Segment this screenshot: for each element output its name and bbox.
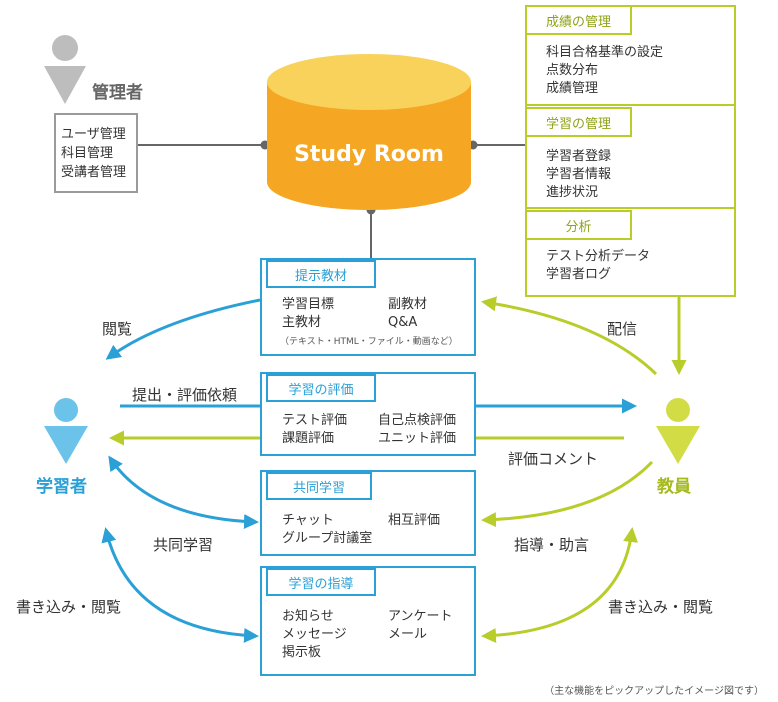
admin-item: ユーザ管理 — [61, 127, 126, 142]
section-item: テスト分析データ — [546, 249, 651, 264]
admin-label: 管理者 — [92, 83, 143, 103]
footnote: （主な機能をピックアップしたイメージ図です） — [544, 686, 764, 697]
box-item: メッセージ — [282, 627, 347, 642]
study-room-cylinder — [267, 54, 471, 210]
box-item: 自己点検評価 — [378, 413, 457, 428]
write-right-arrow — [481, 527, 639, 643]
admin-connector — [138, 140, 270, 150]
section-item: 学習者ログ — [546, 267, 612, 282]
box-item: ユニット評価 — [378, 431, 457, 446]
study-room-title: Study Room — [294, 142, 444, 167]
teacher-person-icon — [656, 398, 700, 464]
section-title-analysis: 分析 — [525, 210, 632, 240]
materials-note: （テキスト・HTML・ファイル・動画など） — [280, 337, 458, 347]
collab-arrow — [108, 455, 259, 530]
label-submit: 提出・評価依頼 — [132, 386, 238, 404]
box-item: お知らせ — [282, 609, 334, 624]
section-item: 進捗状況 — [546, 185, 599, 200]
label-write-right: 書き込み・閲覧 — [608, 598, 714, 616]
section-item: 学習者登録 — [546, 149, 612, 164]
label-collab: 共同学習 — [153, 536, 214, 554]
teacher-label: 教員 — [657, 477, 691, 497]
box-item: 相互評価 — [388, 513, 441, 528]
guidance-title: 学習の指導 — [266, 568, 376, 596]
box-item: グループ討議室 — [282, 531, 373, 546]
box-item: アンケート — [388, 609, 453, 624]
box-item: 掲示板 — [282, 645, 322, 660]
label-deliver: 配信 — [607, 320, 638, 338]
materials-title: 提示教材 — [266, 260, 376, 288]
right-panel-divider — [525, 207, 736, 209]
view-arrow — [105, 298, 261, 360]
section-title-grades: 成績の管理 — [525, 5, 632, 35]
right-panel-divider — [525, 104, 736, 106]
evaluation-title: 学習の評価 — [266, 374, 376, 402]
admin-person-icon — [44, 35, 86, 104]
box-item: Q&A — [388, 315, 418, 330]
label-view: 閲覧 — [102, 320, 133, 338]
section-item: 成績管理 — [546, 81, 599, 96]
box-item: チャット — [282, 513, 334, 528]
box-item: メール — [388, 627, 428, 642]
admin-box — [54, 113, 138, 193]
box-item: 副教材 — [388, 297, 428, 312]
admin-item: 受講者管理 — [61, 165, 127, 180]
learner-person-icon — [44, 398, 88, 464]
collab-title: 共同学習 — [266, 472, 372, 500]
section-item: 科目合格基準の設定 — [546, 45, 664, 60]
write-left-arrow — [101, 527, 259, 643]
guidance-arrow — [481, 460, 654, 528]
materials-connector — [366, 205, 376, 258]
box-item: 課題評価 — [282, 431, 335, 446]
label-write-left: 書き込み・閲覧 — [16, 598, 122, 616]
section-title-learning: 学習の管理 — [525, 107, 632, 137]
right-panel-connector — [468, 140, 525, 150]
deliver-arrow — [481, 296, 658, 376]
section-item: 学習者情報 — [546, 167, 612, 182]
admin-item: 科目管理 — [61, 146, 114, 161]
label-eval-comment: 評価コメント — [508, 450, 599, 468]
box-item: 主教材 — [282, 315, 322, 330]
learner-label: 学習者 — [36, 477, 87, 497]
label-guidance: 指導・助言 — [514, 536, 590, 554]
section-item: 点数分布 — [546, 63, 599, 78]
box-item: 学習目標 — [282, 297, 335, 312]
box-item: テスト評価 — [282, 413, 348, 428]
